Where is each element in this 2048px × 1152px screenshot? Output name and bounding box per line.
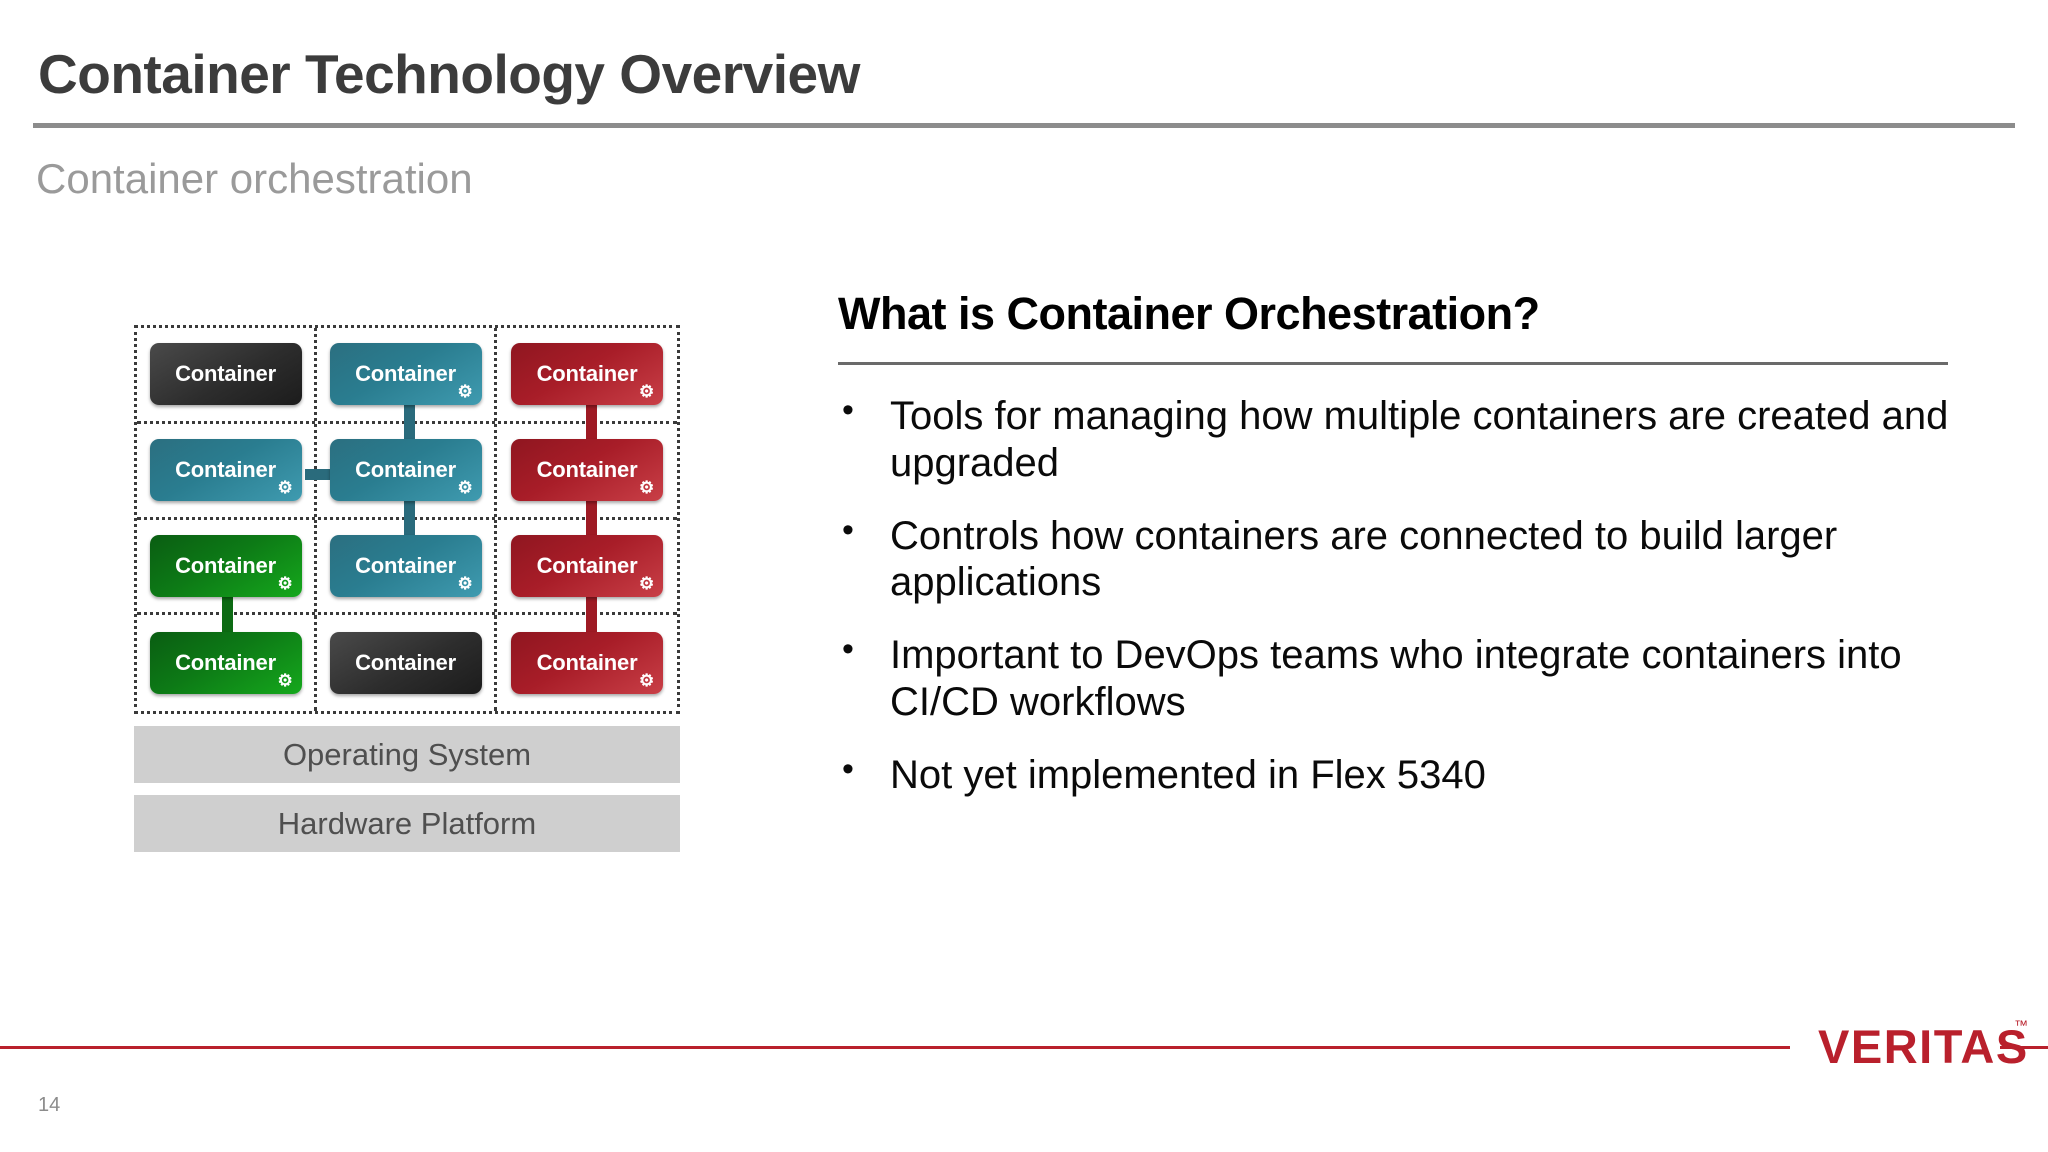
container-box[interactable]: Container ⚙ <box>329 534 482 597</box>
list-item-text: Controls how containers are connected to… <box>890 513 1838 605</box>
list-item: • Controls how containers are connected … <box>838 510 1960 607</box>
container-label: Container <box>175 552 276 578</box>
gear-icon: ⚙ <box>638 382 655 402</box>
container-cell: Container ⚙ <box>317 519 497 613</box>
container-cell: Container ⚙ <box>317 328 497 421</box>
container-box[interactable]: Container ⚙ <box>511 439 663 502</box>
container-box[interactable]: Container <box>149 343 302 406</box>
page-number: 14 <box>38 1094 61 1116</box>
gear-icon: ⚙ <box>457 478 473 498</box>
operating-system-bar: Operating System <box>134 726 680 783</box>
container-label: Container <box>175 650 276 676</box>
container-label: Container <box>175 361 276 387</box>
container-box[interactable]: Container ⚙ <box>329 439 482 502</box>
list-item: • Not yet implemented in Flex 5340 <box>838 749 1960 799</box>
gear-icon: ⚙ <box>638 478 655 498</box>
connector-col3-row1-row2 <box>586 396 597 456</box>
footer-rule-left <box>0 1046 1790 1049</box>
list-item: • Important to DevOps teams who integrat… <box>838 630 1960 726</box>
container-grid-row: Container ⚙ Container Container ⚙ <box>137 615 677 711</box>
gear-icon: ⚙ <box>277 478 293 498</box>
trademark-icon: ™ <box>2014 1017 2028 1033</box>
panel-heading: What is Container Orchestration? <box>838 288 1540 339</box>
gear-icon: ⚙ <box>457 573 473 593</box>
connector-col2-row2-row3 <box>404 493 415 555</box>
container-cell: Container ⚙ <box>497 328 677 421</box>
container-cell: Container ⚙ <box>497 520 677 613</box>
list-item-text: Tools for managing how multiple containe… <box>890 394 1949 485</box>
container-label: Container <box>175 457 276 483</box>
page-subtitle: Container orchestration <box>36 155 473 202</box>
panel-divider <box>838 362 1948 365</box>
page-title: Container Technology Overview <box>38 43 860 105</box>
list-item-text: Important to DevOps teams who integrate … <box>890 633 1902 724</box>
container-cell: Container ⚙ <box>137 615 317 711</box>
container-label: Container <box>536 361 638 387</box>
container-cell: Container ⚙ <box>497 615 677 711</box>
container-box[interactable]: Container ⚙ <box>329 343 482 406</box>
container-grid: Container Container ⚙ Container ⚙ Cont <box>134 325 680 714</box>
veritas-logo: VERITAS <box>1818 1020 2029 1073</box>
container-cell: Container ⚙ <box>137 423 317 517</box>
container-box[interactable]: Container ⚙ <box>511 632 663 695</box>
container-label: Container <box>355 361 456 387</box>
bullet-list: • Tools for managing how multiple contai… <box>838 391 1968 799</box>
container-box[interactable]: Container ⚙ <box>149 534 302 597</box>
gear-icon: ⚙ <box>277 671 293 691</box>
container-label: Container <box>355 650 456 676</box>
list-item: • Tools for managing how multiple contai… <box>838 391 1960 487</box>
container-grid-row: Container ⚙ Container ⚙ Container ⚙ <box>137 519 677 616</box>
connector-col1-row3-row4 <box>222 590 233 652</box>
gear-icon: ⚙ <box>457 382 473 402</box>
container-box[interactable]: Container <box>329 632 482 695</box>
hardware-platform-label: Hardware Platform <box>277 805 537 841</box>
operating-system-label: Operating System <box>282 736 532 772</box>
gear-icon: ⚙ <box>638 573 655 593</box>
connector-col3-row2-row3 <box>586 493 597 555</box>
container-label: Container <box>536 457 638 483</box>
container-grid-row: Container Container ⚙ Container ⚙ <box>137 328 677 424</box>
bullet-marker: • <box>842 510 854 549</box>
container-cell: Container ⚙ <box>317 423 497 517</box>
connector-col3-row3-row4 <box>586 590 597 652</box>
container-box[interactable]: Container ⚙ <box>511 343 663 406</box>
container-box[interactable]: Container ⚙ <box>149 632 302 695</box>
container-cell: Container ⚙ <box>137 519 317 613</box>
container-label: Container <box>355 457 456 483</box>
container-cell: Container <box>137 328 317 421</box>
bullet-marker: • <box>842 630 854 669</box>
gear-icon: ⚙ <box>638 671 655 691</box>
container-box[interactable]: Container ⚙ <box>149 439 302 502</box>
hardware-platform-bar: Hardware Platform <box>134 795 680 852</box>
bullet-marker: • <box>842 391 854 429</box>
connector-col2-row1-row2 <box>404 396 415 456</box>
container-label: Container <box>355 552 456 578</box>
orchestration-panel: What is Container Orchestration? • Tools… <box>838 288 1968 825</box>
bullet-marker: • <box>842 749 854 788</box>
container-box[interactable]: Container ⚙ <box>511 534 663 597</box>
container-label: Container <box>536 650 638 676</box>
container-cell: Container ⚙ <box>497 424 677 517</box>
footer-rule-right <box>2000 1046 2048 1049</box>
gear-icon: ⚙ <box>277 573 293 593</box>
title-divider <box>33 123 2015 128</box>
connector-row2-col1-col2 <box>305 469 341 480</box>
container-label: Container <box>536 552 638 578</box>
container-architecture-diagram: Container Container ⚙ Container ⚙ Cont <box>134 325 680 885</box>
list-item-text: Not yet implemented in Flex 5340 <box>890 752 1486 797</box>
container-cell: Container <box>317 615 497 711</box>
